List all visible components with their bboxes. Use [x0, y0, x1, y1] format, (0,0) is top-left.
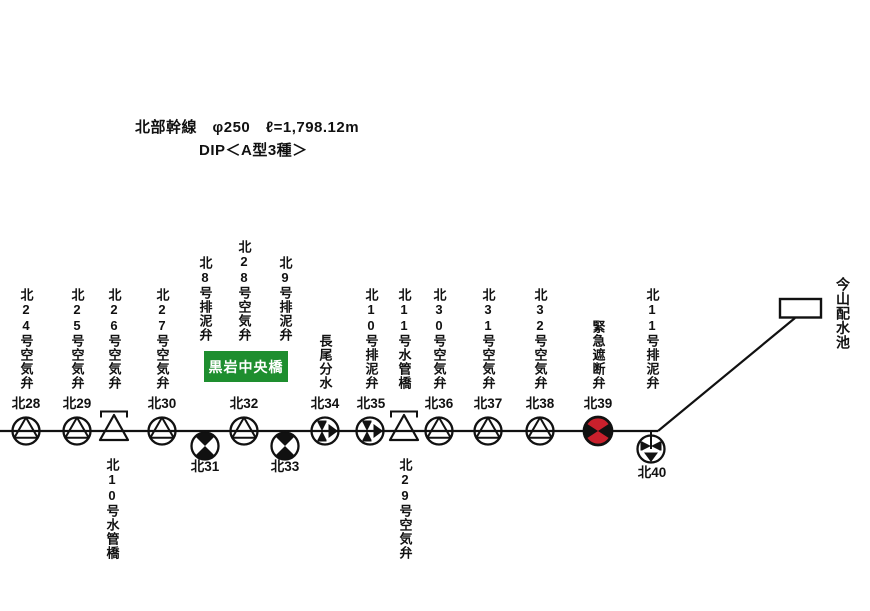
- pipeline-to-reservoir-line: [657, 317, 796, 432]
- reservoir-box: [778, 297, 823, 319]
- valve-label-north31-air: 北31号空気弁: [480, 288, 496, 390]
- node-id-north30: 北30: [147, 396, 177, 411]
- node-id-north37: 北37: [473, 396, 503, 411]
- label-north10-water-bridge: 北10号水管橋: [104, 458, 120, 560]
- valve-label-north8-drain: 北8号排泥弁: [197, 256, 213, 342]
- label-north11-bridge: 北11号水管橋: [396, 288, 412, 390]
- diagram-subtitle: DIP＜A型3種＞: [199, 142, 308, 159]
- node-id-north40: 北40: [637, 465, 667, 480]
- node-id-north28: 北28: [11, 396, 41, 411]
- node-id-north29: 北29: [62, 396, 92, 411]
- water-pipe-bridge-symbol-2: [388, 410, 420, 442]
- node-id-north34: 北34: [310, 396, 340, 411]
- reservoir-label: 今山配水池: [835, 277, 851, 350]
- valve-label-north25-air: 北25号空気弁: [69, 288, 85, 390]
- drain-valve-symbol-north33: [270, 431, 300, 461]
- node-id-north36: 北36: [424, 396, 454, 411]
- valve-label-north10-drain: 北10号排泥弁: [363, 288, 379, 390]
- branch-valve-symbol-north40: [638, 431, 665, 463]
- node-id-north35: 北35: [356, 396, 386, 411]
- valve-label-north26-air: 北26号空気弁: [106, 288, 122, 390]
- valve-label-north28-air: 北28号空気弁: [236, 240, 252, 342]
- node-id-north39: 北39: [583, 396, 613, 411]
- drain-valve-symbol-north31: [190, 431, 220, 461]
- emergency-shutoff-valve-symbol-north39: [582, 415, 614, 447]
- water-pipe-bridge-symbol-1: [98, 410, 130, 442]
- node-id-north33: 北33: [270, 459, 300, 474]
- node-id-north38: 北38: [525, 396, 555, 411]
- diagram-title: 北部幹線 φ250 ℓ=1,798.12m: [135, 119, 360, 136]
- bridge-name-label: 黒岩中央橋: [208, 358, 284, 375]
- valve-label-north30-air: 北30号空気弁: [431, 288, 447, 390]
- valve-label-north29-air: 北29号空気弁: [397, 458, 413, 560]
- label-nagao-branch: 長尾分水: [317, 334, 333, 390]
- valve-label-north11-drain: 北11号排泥弁: [644, 288, 660, 390]
- valve-label-north32-air: 北32号空気弁: [532, 288, 548, 390]
- node-id-north31: 北31: [190, 459, 220, 474]
- valve-label-north27-air: 北27号空気弁: [154, 288, 170, 390]
- bridge-name-box: 黒岩中央橋: [204, 351, 288, 382]
- valve-label-north9-drain: 北9号排泥弁: [277, 256, 293, 342]
- node-id-north32: 北32: [229, 396, 259, 411]
- valve-label-emergency-shutoff: 緊急遮断弁: [590, 320, 606, 390]
- valve-label-north24-air: 北24号空気弁: [18, 288, 34, 390]
